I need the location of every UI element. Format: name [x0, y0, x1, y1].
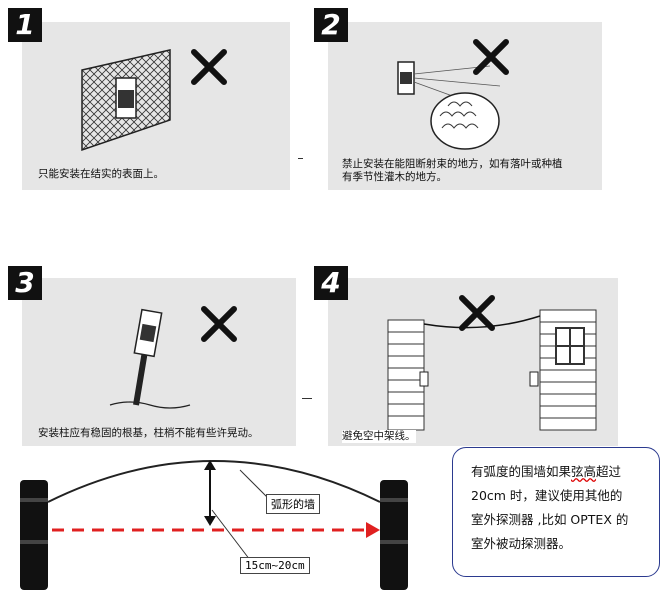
panel-4-caption: 避免空中架线。 [342, 430, 416, 443]
fence-sensor-illustration [81, 49, 171, 152]
curved-wall-label: 弧形的墙 [266, 494, 320, 514]
arc-wall-diagram [20, 460, 408, 590]
cross-icon [459, 295, 495, 331]
height-range-label: 15cm~20cm [240, 557, 310, 574]
note-line-1: 有弧度的围墙如果弦高超过 [471, 464, 622, 479]
panel-3 [22, 278, 296, 446]
panel-1-caption: 只能安装在结实的表面上。 [38, 168, 164, 180]
panel-number-2: 2 [314, 8, 348, 42]
shrub-sensor-illustration [397, 61, 501, 150]
note-line-4: 室外被动探测器。 [471, 536, 572, 551]
dash-mark [302, 398, 312, 399]
panel-2-caption-line-1: 禁止安装在能阻断射束的地方，如有落叶或种植 [342, 158, 563, 170]
note-line-3: 室外探测器 ,比如 OPTEX 的 [471, 512, 629, 527]
cross-icon [201, 306, 237, 342]
dash-mark [298, 158, 303, 159]
tilted-pole-illustration [109, 308, 191, 409]
panel-3-caption: 安装柱应有稳固的根基，柱梢不能有些许晃动。 [38, 427, 259, 439]
cross-icon [473, 39, 509, 75]
overhead-wire-illustration [387, 309, 597, 431]
panel-number-1: 1 [8, 8, 42, 42]
panel-number-3: 3 [8, 266, 42, 300]
note-line-2: 20cm 时，建议使用其他的 [471, 488, 623, 503]
cross-icon [191, 49, 227, 85]
note-box: 有弧度的围墙如果弦高超过 20cm 时，建议使用其他的 室外探测器 ,比如 OP… [452, 447, 660, 577]
panel-2-caption-line-2: 有季节性灌木的地方。 [342, 171, 447, 183]
panel-number-4: 4 [314, 266, 348, 300]
